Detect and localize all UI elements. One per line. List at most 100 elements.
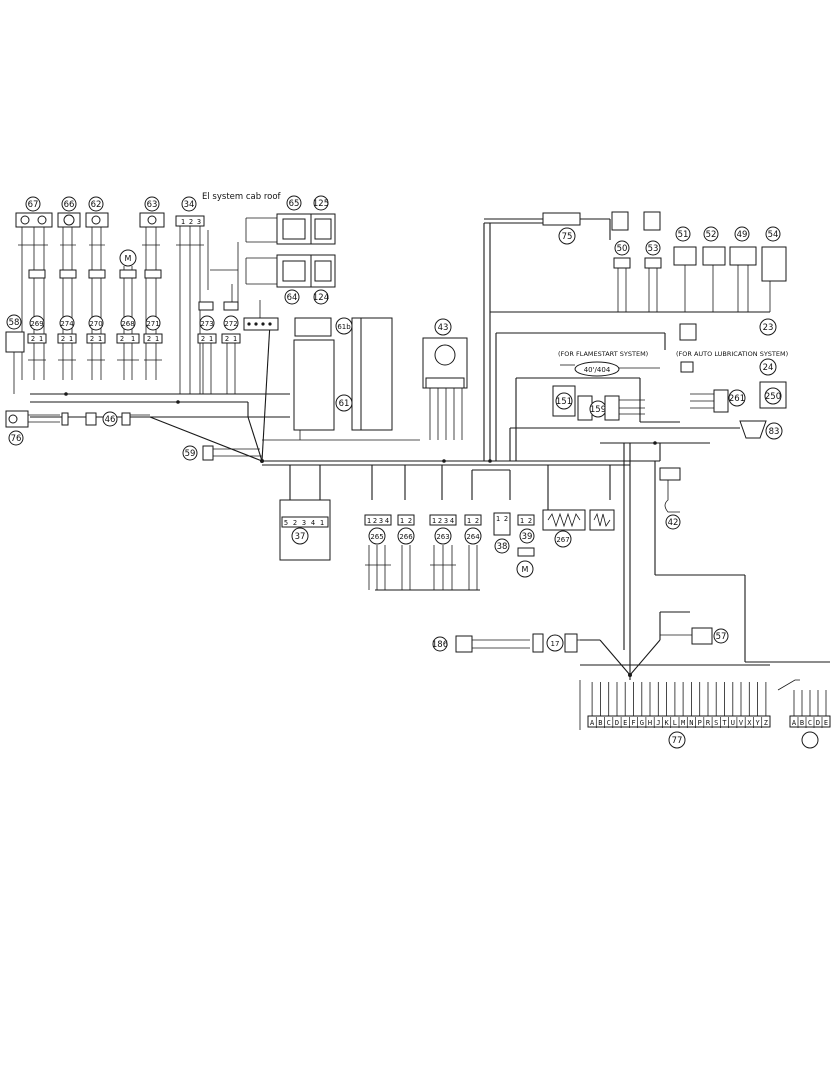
svg-text:250: 250 [765, 392, 781, 402]
svg-text:261: 261 [729, 394, 745, 404]
connector-pin: A [590, 719, 595, 727]
svg-text:38: 38 [497, 542, 508, 552]
svg-text:2: 2 [61, 335, 65, 343]
svg-text:1: 1 [432, 517, 436, 525]
svg-text:263: 263 [436, 533, 449, 541]
svg-text:186: 186 [432, 640, 448, 650]
component-54: 54 [761, 226, 787, 312]
component-83: 83 [739, 420, 783, 440]
svg-text:270: 270 [89, 320, 102, 328]
svg-text:61b: 61b [337, 323, 351, 331]
svg-text:59: 59 [185, 449, 196, 459]
component-78: 42 [659, 467, 681, 530]
svg-text:1: 1 [467, 517, 471, 525]
svg-text:61: 61 [339, 399, 350, 409]
svg-text:4: 4 [450, 517, 454, 525]
svg-text:2: 2 [31, 335, 35, 343]
svg-text:2: 2 [225, 335, 229, 343]
connector-pin: B [598, 719, 602, 727]
svg-text:125: 125 [313, 199, 329, 209]
svg-text:3: 3 [444, 517, 448, 525]
connector-pin: Y [755, 719, 760, 727]
svg-text:1: 1 [69, 335, 73, 343]
component-17: 57 [660, 627, 729, 645]
svg-text:67: 67 [28, 200, 39, 210]
svg-text:49: 49 [737, 230, 748, 240]
svg-text:1: 1 [233, 335, 237, 343]
component-23: 23 [679, 318, 777, 341]
svg-text:264: 264 [466, 533, 480, 541]
component-42: 186 [432, 633, 544, 653]
svg-text:1: 1 [320, 519, 324, 527]
connector-pin: P [698, 719, 702, 727]
component-66: 66 [57, 196, 81, 380]
svg-text:51: 51 [678, 230, 689, 240]
connector-pin: J [656, 719, 660, 727]
svg-text:124: 124 [313, 293, 329, 303]
caption-cab-roof: El system cab roof [202, 192, 282, 202]
svg-text:271: 271 [146, 320, 159, 328]
svg-text:1: 1 [209, 335, 213, 343]
svg-text:267: 267 [556, 536, 569, 544]
svg-text:58: 58 [9, 318, 20, 328]
svg-text:3: 3 [197, 218, 201, 226]
component-76: 76 [5, 410, 97, 446]
component-186: 17 [546, 633, 600, 653]
svg-text:54: 54 [768, 230, 779, 240]
connector-pin: T [722, 719, 727, 727]
component-61: 61 [262, 317, 420, 441]
svg-text:43: 43 [438, 323, 449, 333]
component-24: 24 [680, 358, 777, 376]
component-124: 124 [310, 254, 336, 305]
connector-pin: H [648, 719, 652, 727]
svg-text:2: 2 [293, 519, 297, 527]
svg-text:23: 23 [763, 323, 774, 333]
svg-text:46: 46 [105, 415, 116, 425]
svg-text:65: 65 [289, 199, 300, 209]
component-75: 75 [542, 212, 581, 245]
svg-text:40'/404: 40'/404 [584, 366, 611, 374]
component-67: 67 [15, 196, 53, 380]
svg-text:75: 75 [562, 232, 573, 242]
connector-pin: F [631, 719, 635, 727]
svg-text:151: 151 [556, 397, 572, 407]
svg-text:66: 66 [64, 200, 75, 210]
connector-pin: D [615, 719, 619, 727]
connector-pin: Z [764, 719, 768, 727]
svg-text:53: 53 [648, 244, 659, 254]
connector-pin: V [739, 719, 744, 727]
svg-text:2: 2 [90, 335, 94, 343]
svg-text:1: 1 [39, 335, 43, 343]
svg-text:4: 4 [385, 517, 389, 525]
svg-text:62: 62 [91, 200, 102, 210]
svg-text:77: 77 [672, 736, 683, 746]
svg-text:2: 2 [438, 517, 442, 525]
svg-text:63: 63 [147, 200, 158, 210]
svg-text:37: 37 [295, 532, 306, 542]
component-51: 51 [673, 226, 697, 312]
component-62: 62 [85, 196, 109, 380]
svg-text:266: 266 [399, 533, 413, 541]
svg-text:39: 39 [522, 532, 533, 542]
component-63: 63 [139, 196, 165, 380]
svg-text:64: 64 [287, 293, 298, 303]
svg-text:57: 57 [716, 632, 727, 642]
connector-pin: B [800, 719, 804, 727]
svg-text:M: M [125, 254, 132, 263]
component-125: 125 [310, 195, 336, 245]
svg-text:34: 34 [184, 200, 195, 210]
component-61b: 61b [294, 317, 353, 337]
svg-text:269: 269 [30, 320, 43, 328]
svg-text:1: 1 [181, 218, 185, 226]
main-harness [30, 218, 830, 680]
component-65: 65 [276, 195, 312, 245]
svg-text:159: 159 [590, 405, 606, 415]
